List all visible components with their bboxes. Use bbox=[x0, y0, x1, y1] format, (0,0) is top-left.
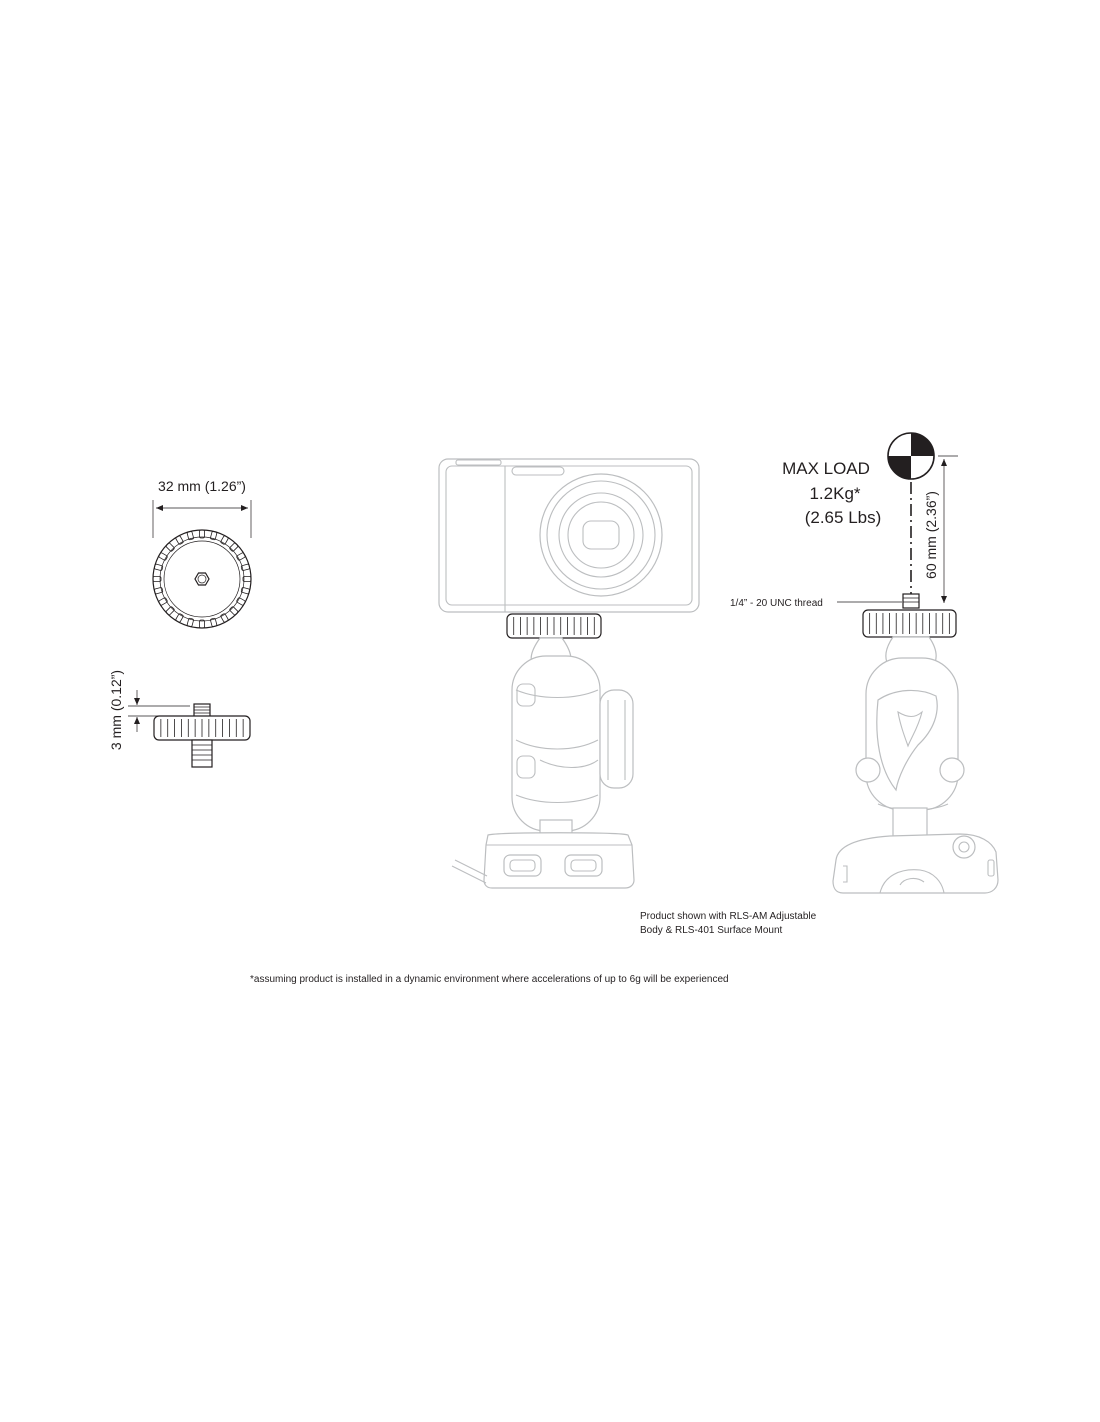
caption-line-1: Product shown with RLS-AM Adjustable bbox=[640, 911, 817, 922]
max-load-lbs: (2.65 Lbs) bbox=[805, 508, 882, 527]
knob-top-view: 32 mm (1.26”) bbox=[152, 478, 252, 629]
center-knob-ridges bbox=[513, 617, 595, 635]
right-knob-ridges bbox=[869, 613, 950, 634]
camera-assembly bbox=[438, 458, 700, 889]
footnote: *assuming product is installed in a dyna… bbox=[250, 974, 729, 985]
max-load-kg: 1.2Kg* bbox=[809, 484, 860, 503]
load-side-view: MAX LOAD 1.2Kg* (2.65 Lbs) 60 mm (2.36”)… bbox=[730, 432, 999, 894]
thread-label: 1/4” - 20 UNC thread bbox=[730, 598, 823, 609]
max-load-title: MAX LOAD bbox=[782, 459, 870, 478]
center-of-gravity-icon bbox=[887, 432, 935, 480]
knob-side-view: 3 mm (0.12”) bbox=[108, 670, 251, 768]
side-knob-ridges bbox=[160, 719, 244, 737]
caption-line-2: Body & RLS-401 Surface Mount bbox=[640, 925, 783, 936]
hex-socket-icon bbox=[194, 572, 210, 586]
top-view-width-label: 32 mm (1.26”) bbox=[158, 478, 246, 494]
load-height-label: 60 mm (2.36”) bbox=[923, 491, 939, 579]
side-view-height-label: 3 mm (0.12”) bbox=[108, 670, 124, 750]
